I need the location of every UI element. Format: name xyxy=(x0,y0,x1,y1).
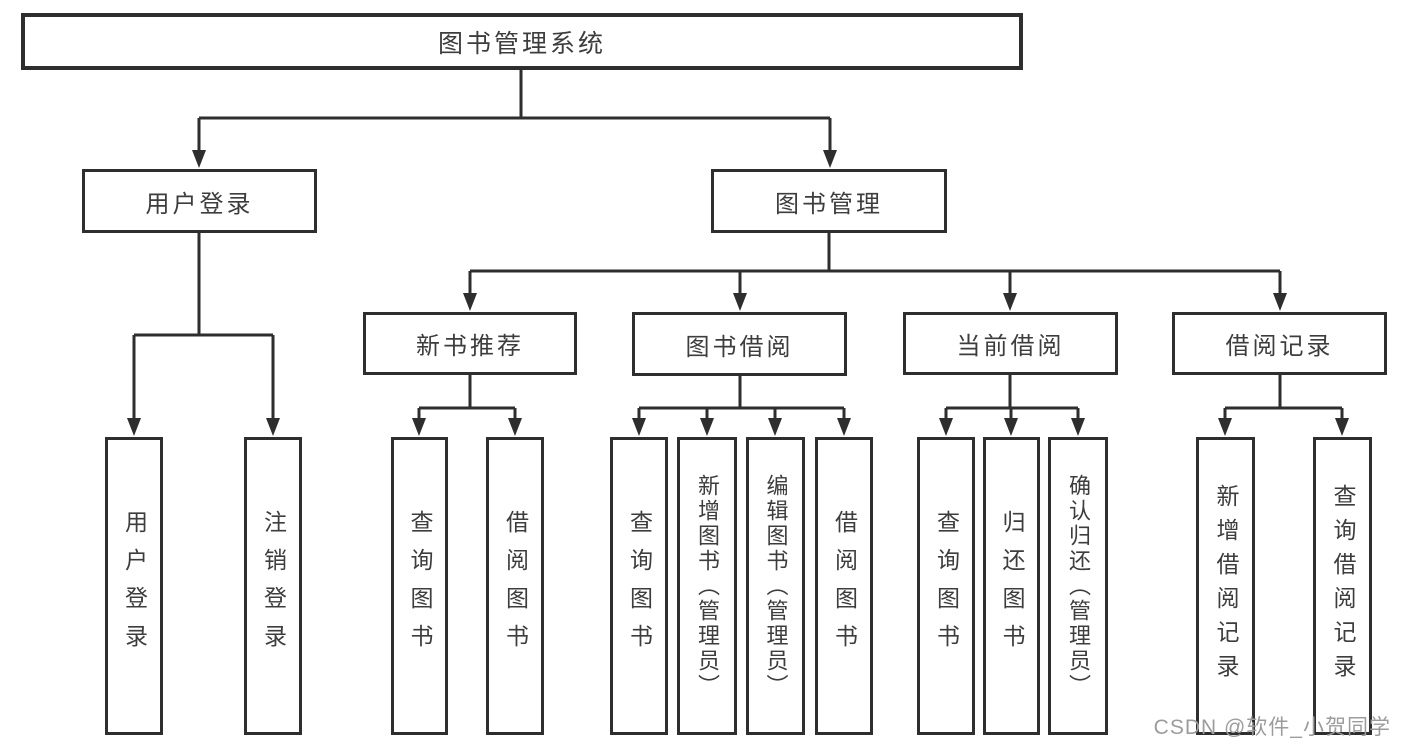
node-label: 查询图书 xyxy=(407,510,433,662)
node-label: 归还图书 xyxy=(999,510,1025,662)
node-nbr-query-book: 查询图书 xyxy=(391,437,448,735)
node-bb-query-book: 查询图书 xyxy=(610,437,668,735)
node-current-borrow: 当前借阅 xyxy=(903,312,1118,375)
node-book-borrow: 图书借阅 xyxy=(632,312,847,376)
node-label: 新增借阅记录 xyxy=(1213,484,1239,688)
node-nbr-borrow-book: 借阅图书 xyxy=(486,437,544,735)
node-br-add-record: 新增借阅记录 xyxy=(1196,437,1255,735)
connector-root-to-level2 xyxy=(192,70,837,168)
node-label: 编辑图书（管理员） xyxy=(763,473,789,699)
node-br-query-record: 查询借阅记录 xyxy=(1313,437,1372,735)
node-label: 借阅图书 xyxy=(502,510,529,662)
node-root: 图书管理系统 xyxy=(21,13,1023,70)
node-bb-edit-book: 编辑图书（管理员） xyxy=(746,437,805,735)
node-label: 查询图书 xyxy=(933,510,960,662)
connector-new-book-rec-to-leaves xyxy=(412,375,522,436)
node-user-login: 用户登录 xyxy=(82,169,317,233)
connector-book-mgmt-to-level3 xyxy=(463,233,1287,311)
node-label: 新增图书（管理员） xyxy=(695,473,720,699)
connector-borrow-records-to-leaves xyxy=(1218,375,1349,436)
node-user-login-leaf: 用户登录 xyxy=(105,437,163,735)
watermark: CSDN @软件_小贺同学 xyxy=(1153,716,1391,739)
connector-user-login-to-leaves xyxy=(127,233,280,436)
node-logout-leaf: 注销登录 xyxy=(244,437,302,735)
node-borrow-records: 借阅记录 xyxy=(1172,312,1387,375)
node-label: 查询借阅记录 xyxy=(1330,484,1356,688)
node-cb-confirm-return: 确认归还（管理员） xyxy=(1048,437,1108,735)
node-new-book-rec: 新书推荐 xyxy=(363,312,577,375)
node-cb-return-book: 归还图书 xyxy=(983,437,1040,735)
node-bb-add-book: 新增图书（管理员） xyxy=(677,437,737,735)
connector-book-borrow-to-leaves xyxy=(632,376,851,436)
connector-current-borrow-to-leaves xyxy=(939,375,1085,436)
node-label: 确认归还（管理员） xyxy=(1066,473,1091,699)
node-label: 用户登录 xyxy=(121,510,148,662)
node-label: 借阅图书 xyxy=(831,510,858,662)
node-label: 注销登录 xyxy=(260,510,287,662)
node-label: 查询图书 xyxy=(626,510,653,662)
node-bb-borrow-book: 借阅图书 xyxy=(815,437,873,735)
node-cb-query-book: 查询图书 xyxy=(917,437,975,735)
node-book-mgmt: 图书管理 xyxy=(711,169,947,233)
